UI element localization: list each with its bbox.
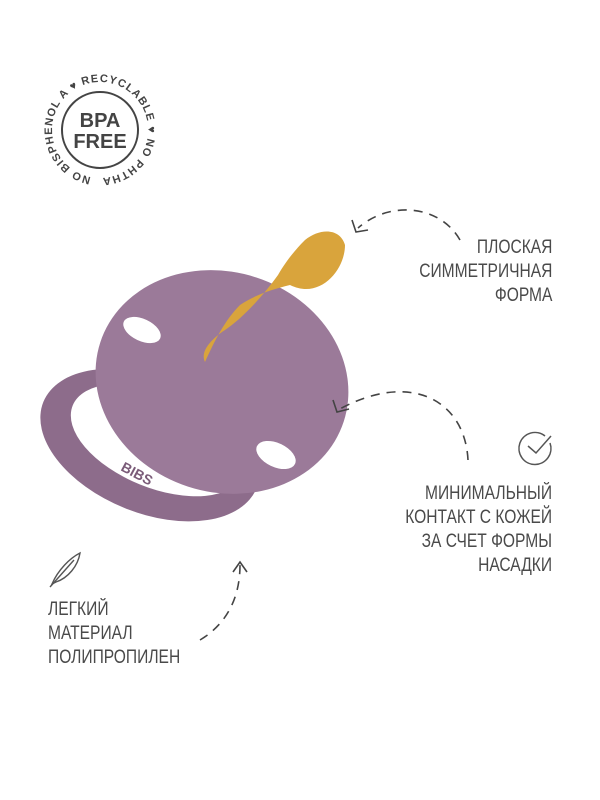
feature-line: ПЛОСКАЯ (476, 237, 552, 258)
badge-free: FREE (73, 131, 126, 153)
feature-minimal-contact: МИНИМАЛЬНЫЙ КОНТАКТ С КОЖЕЙ ЗА СЧЕТ ФОРМ… (405, 482, 552, 578)
feature-line: ЛЕГКИЙ (48, 599, 109, 620)
bpa-free-badge: NO BISPHENOL A ♥ RECYCLABLE ♥ NO PHTHALA… (0, 0, 157, 187)
callout-arrows (199, 209, 469, 641)
feature-line: НАСАДКИ (478, 555, 552, 576)
pacifier-image: BIBS (40, 231, 349, 522)
pacifier-nipple (203, 231, 345, 362)
badge-ring-text: NO BISPHENOL A ♥ RECYCLABLE ♥ NO PHTHALA… (0, 0, 157, 187)
pacifier-shield (95, 270, 349, 494)
check-circle-icon (518, 431, 552, 466)
badge-bpa: BPA (80, 110, 121, 132)
feature-line: ФОРМА (494, 285, 552, 306)
feature-line: ПОЛИПРОПИЛЕН (48, 647, 181, 668)
feature-line: СИММЕТРИЧНАЯ (418, 261, 552, 282)
feather-icon (49, 551, 81, 588)
feature-flat-shape: ПЛОСКАЯ СИММЕТРИЧНАЯ ФОРМА (419, 236, 552, 308)
feature-line: МИНИМАЛЬНЫЙ (424, 483, 552, 504)
feature-line: МАТЕРИАЛ (48, 623, 133, 644)
feature-light-material: ЛЕГКИЙ МАТЕРИАЛ ПОЛИПРОПИЛЕН (48, 598, 180, 670)
feature-line: КОНТАКТ С КОЖЕЙ (405, 507, 552, 528)
feature-line: ЗА СЧЕТ ФОРМЫ (421, 531, 552, 552)
